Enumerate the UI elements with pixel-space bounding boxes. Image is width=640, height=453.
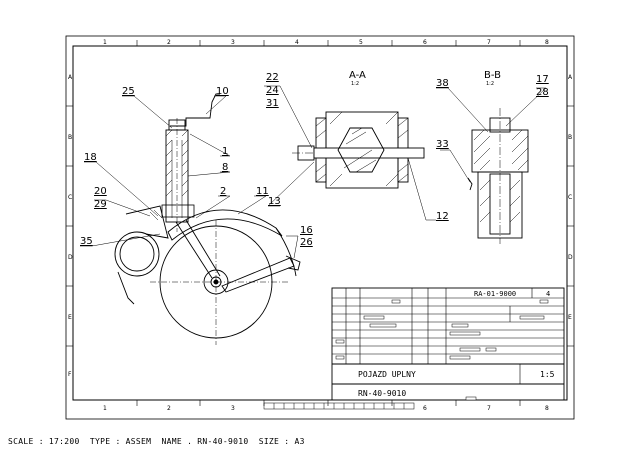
balloon-10: 10: [216, 86, 229, 97]
title-block-marks: [335, 299, 549, 401]
zone-row-b-left: B: [68, 134, 72, 141]
section-aa-view: [292, 111, 425, 189]
main-view-wheel-assembly: [114, 93, 301, 345]
clamp-tube-outer: [114, 231, 160, 277]
zone-ticks: [66, 40, 574, 406]
zone-col-3-bottom: 3: [231, 405, 235, 412]
section-bb-scale: 1:2: [486, 81, 494, 87]
balloon-31: 31: [266, 98, 279, 109]
zone-col-8-bottom: 8: [545, 405, 549, 412]
zone-row-a-right: A: [568, 74, 573, 81]
zone-col-4-top: 4: [295, 39, 299, 46]
crank-handle: [170, 93, 220, 127]
zone-col-6-bottom: 6: [423, 405, 427, 412]
outer-border: [65, 35, 575, 420]
clamp-tube-inner: [119, 236, 155, 272]
zone-col-2-top: 2: [167, 39, 171, 46]
section-bb-view: [467, 108, 529, 244]
balloon-13: 13: [268, 196, 281, 207]
zone-col-5-top: 5: [359, 39, 363, 46]
zone-col-6-top: 6: [423, 39, 427, 46]
fender: [167, 209, 283, 241]
inner-frame: [72, 45, 568, 401]
zone-row-d-left: D: [68, 254, 73, 261]
zone-row-a-left: A: [68, 74, 73, 81]
balloon-18: 18: [84, 152, 97, 163]
zone-row-b-right: B: [568, 134, 572, 141]
drawing-title: POJAZD UPLNY: [358, 370, 416, 379]
drawing-scale: 1:5: [540, 370, 555, 379]
balloon-11: 11: [256, 186, 269, 197]
zone-row-f-left: F: [68, 371, 72, 378]
title-block: [331, 287, 565, 401]
zone-labels: 1 2 3 4 5 6 7 8 1 2 3 6 7 8 A B C D E F …: [68, 39, 573, 412]
balloon-22: 22: [266, 72, 279, 83]
zone-row-c-right: C: [568, 194, 572, 201]
zone-row-d-right: D: [568, 254, 573, 261]
balloon-28: 28: [536, 87, 549, 98]
balloon-17: 17: [536, 74, 549, 85]
section-aa-hatching: [315, 111, 409, 187]
balloon-8: 8: [222, 162, 228, 173]
balloon-20: 20: [94, 186, 107, 197]
zone-col-1-top: 1: [103, 39, 107, 46]
section-bb-hatching: [473, 129, 529, 223]
title-block-header-sheet: 4: [546, 290, 550, 298]
zone-col-2-bottom: 2: [167, 405, 171, 412]
zone-col-3-top: 3: [231, 39, 235, 46]
main-view-hatching: [149, 129, 189, 221]
zone-col-1-bottom: 1: [103, 405, 107, 412]
balloon-2: 2: [220, 186, 226, 197]
drawing-number: RN-40-9010: [358, 389, 406, 398]
balloon-25: 25: [122, 86, 135, 97]
balloon-16: 16: [300, 225, 313, 236]
balloon-33: 33: [436, 139, 449, 150]
title-block-header-code: RA-01-9000: [474, 290, 516, 298]
plot-footer: SCALE : 17:200 TYPE : ASSEM NAME . RN-40…: [8, 437, 305, 446]
balloon-24: 24: [266, 85, 279, 96]
balloon-26: 26: [300, 237, 313, 248]
leader-lines: [80, 85, 547, 259]
zone-row-c-left: C: [68, 194, 72, 201]
balloon-35: 35: [80, 236, 93, 247]
balloon-1: 1: [222, 146, 228, 157]
zone-col-7-top: 7: [487, 39, 491, 46]
balloon-38: 38: [436, 78, 449, 89]
scale-ruler: [263, 402, 415, 410]
section-aa-title: A-A: [349, 70, 366, 81]
balloon-12: 12: [436, 211, 449, 222]
zone-col-8-top: 8: [545, 39, 549, 46]
section-bb-title: B-B: [484, 70, 501, 81]
zone-row-e-left: E: [68, 314, 72, 321]
zone-row-e-right: E: [568, 314, 572, 321]
zone-col-7-bottom: 7: [487, 405, 491, 412]
section-aa-scale: 1:2: [351, 81, 359, 87]
balloon-29: 29: [94, 199, 107, 210]
balloons: 25 10 1 8 18 2 11 20 29 35 16 26 22 24 3…: [80, 72, 549, 248]
